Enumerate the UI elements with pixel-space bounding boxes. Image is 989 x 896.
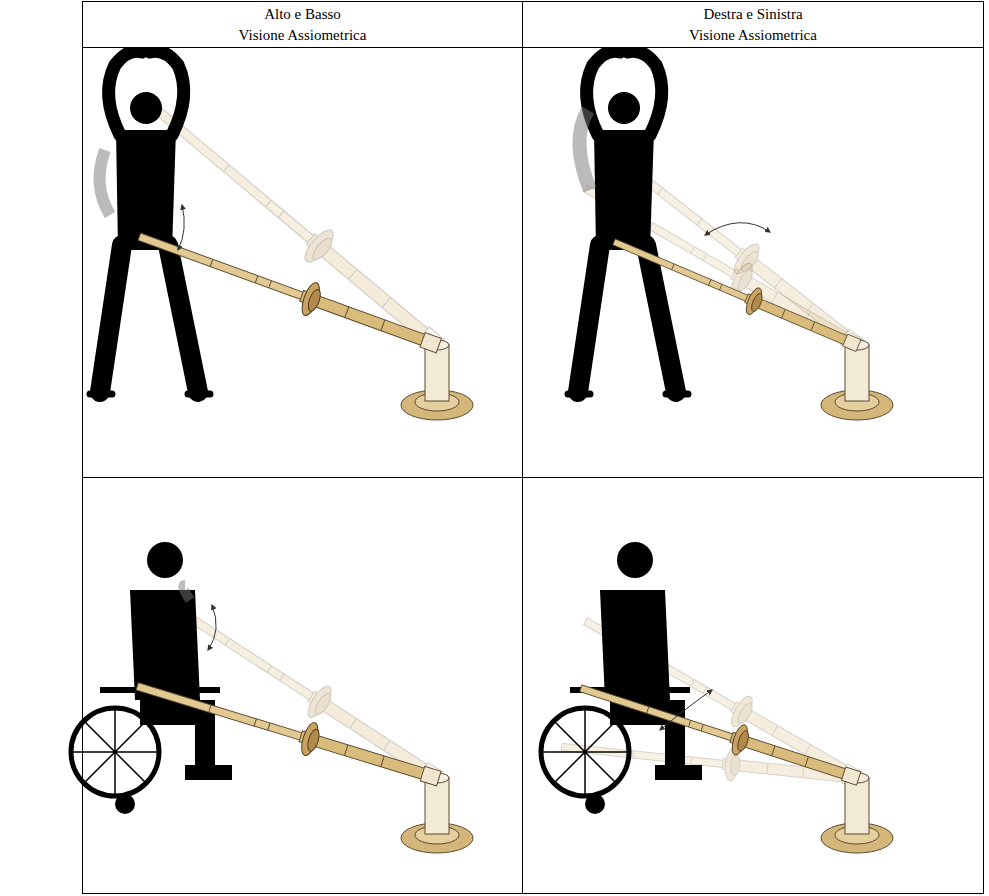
header-text: Visione Assiometrica: [523, 25, 983, 46]
exercise-left-right-standing: [568, 51, 893, 420]
exercise-up-down-seated: [71, 542, 473, 853]
exercise-up-down-standing: [90, 51, 473, 420]
table-header-cell: Alto e BassoVisione Assiometrica: [82, 1, 523, 48]
header-text: Alto e Basso: [83, 4, 522, 25]
table-header-cell: Destra e SinistraVisione Assiometrica: [522, 1, 984, 48]
header-text: Visione Assiometrica: [83, 25, 522, 46]
exercise-left-right-seated: [541, 542, 893, 853]
header-text: Destra e Sinistra: [523, 4, 983, 25]
